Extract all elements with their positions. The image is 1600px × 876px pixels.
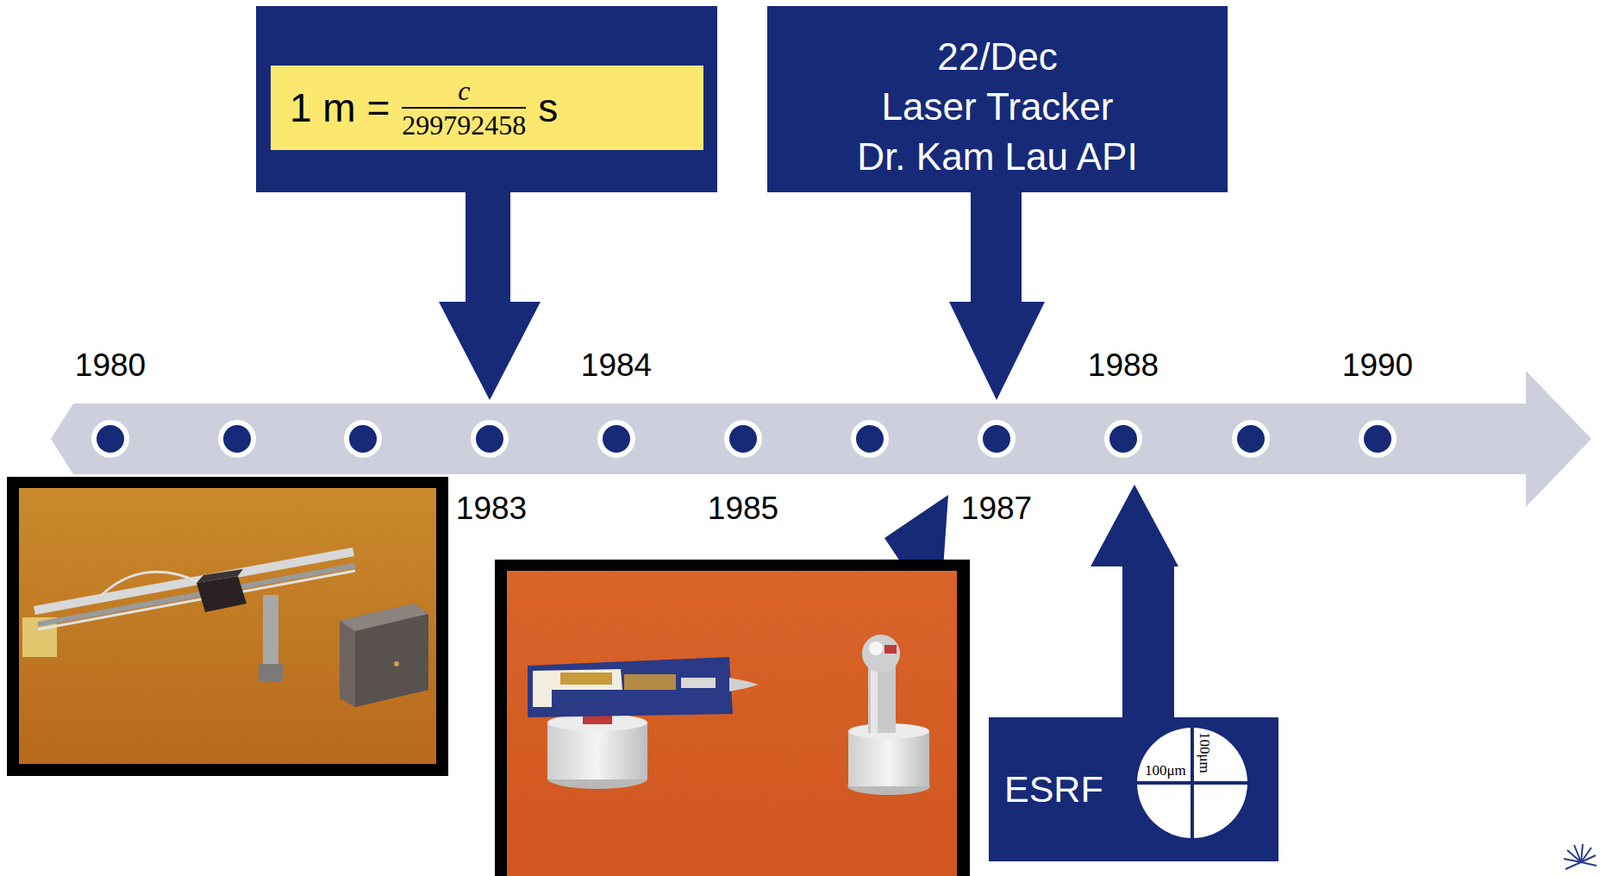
facility-name: ESRF xyxy=(1004,768,1104,811)
beam-size-circle: 100μm 100μm xyxy=(1136,726,1249,839)
callout-box: ESRF 100μm 100μm xyxy=(988,717,1279,862)
callout-text: Dr. Kam Lau API xyxy=(856,131,1138,182)
year-label: 1988 xyxy=(1087,347,1159,384)
fraction: c 299792458 xyxy=(401,75,526,140)
year-label: 1987 xyxy=(961,490,1032,527)
dimension-label: 100μm xyxy=(1195,731,1213,774)
formula-box: 1 m = c 299792458 s xyxy=(270,65,704,150)
year-label: 1980 xyxy=(75,347,146,384)
year-label: 1990 xyxy=(1342,347,1413,384)
crosshair-symbol xyxy=(1136,726,1249,839)
fraction-bar xyxy=(401,106,526,109)
year-label: 1983 xyxy=(456,490,527,527)
photo-pointer xyxy=(884,494,949,569)
year-label: 1984 xyxy=(581,347,652,384)
callout-text: 22/Dec xyxy=(937,31,1057,82)
year-label: 1985 xyxy=(707,490,779,527)
callout-text: Laser Tracker xyxy=(881,81,1114,132)
formula-text: 1 m = xyxy=(289,84,390,132)
formula-text: c xyxy=(457,75,470,106)
formula-text: s xyxy=(537,84,558,132)
timeline-dots xyxy=(93,422,1394,456)
callout-pointer xyxy=(949,191,1045,400)
dimension-label: 100μm xyxy=(1144,762,1187,780)
logo-mark xyxy=(1563,843,1597,869)
callout-pointer xyxy=(256,6,718,400)
instrument-photo xyxy=(494,559,970,876)
callout-pointer xyxy=(1090,484,1179,720)
callout-box: 22/DecLaser TrackerDr. Kam Lau API xyxy=(767,6,1228,193)
formula-text: 299792458 xyxy=(401,110,526,140)
instrument-photo xyxy=(6,476,449,776)
